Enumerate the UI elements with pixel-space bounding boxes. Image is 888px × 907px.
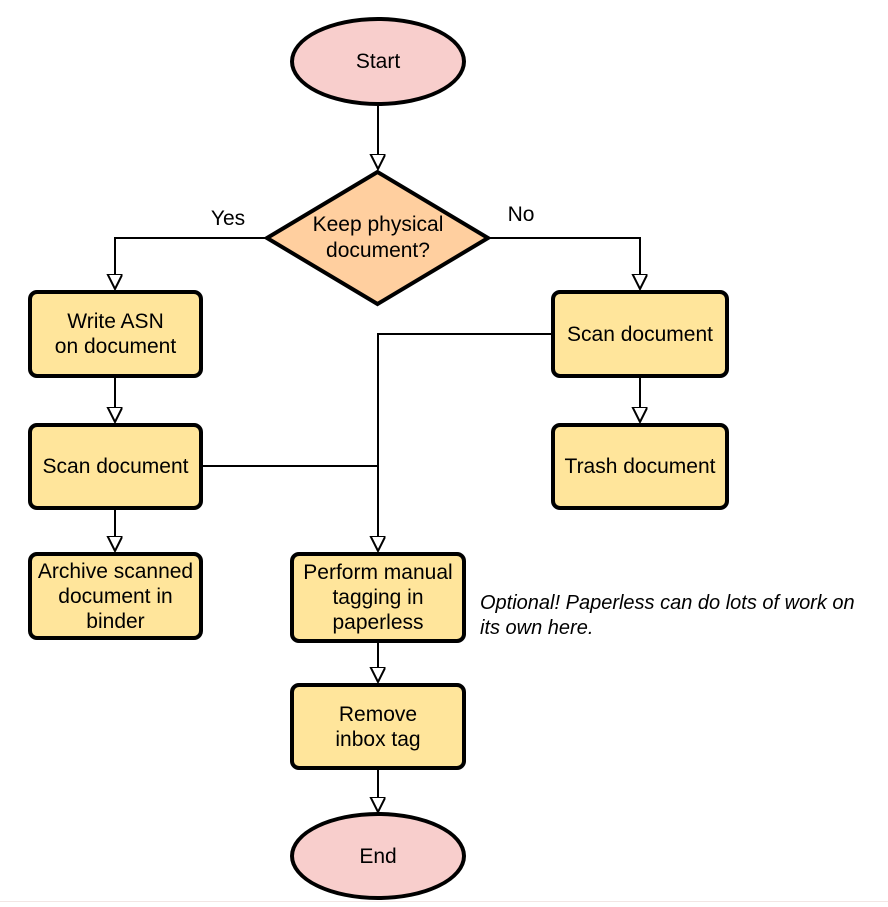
node-trash-document: Trash document — [551, 423, 729, 510]
node-keep-physical-decision-shape — [263, 169, 492, 307]
bottom-divider — [0, 901, 888, 902]
node-scan-document-left: Scan document — [28, 423, 203, 510]
edge-label-yes: Yes — [205, 207, 251, 231]
edge-label-no: No — [499, 203, 543, 227]
node-archive-binder: Archive scanned document in binder — [28, 552, 203, 640]
edge-decision-yes-to-write-asn — [115, 237, 265, 275]
node-manual-tagging: Perform manual tagging in paperless — [290, 552, 466, 643]
node-scan-document-right: Scan document — [551, 290, 729, 378]
node-remove-inbox-tag: Remove inbox tag — [290, 683, 466, 770]
edge-scan-right-to-tagging — [378, 333, 551, 537]
node-start: Start — [290, 17, 466, 106]
node-keep-physical-decision-label: Keep physical document? — [312, 213, 444, 262]
annotation-optional-note: Optional! Paperless can do lots of work … — [480, 592, 855, 639]
node-end: End — [290, 812, 466, 900]
node-end-label: End — [359, 844, 397, 868]
edge-decision-no-to-scan-right — [490, 237, 640, 275]
node-start-label: Start — [355, 50, 401, 73]
node-write-asn: Write ASN on document — [28, 290, 203, 378]
